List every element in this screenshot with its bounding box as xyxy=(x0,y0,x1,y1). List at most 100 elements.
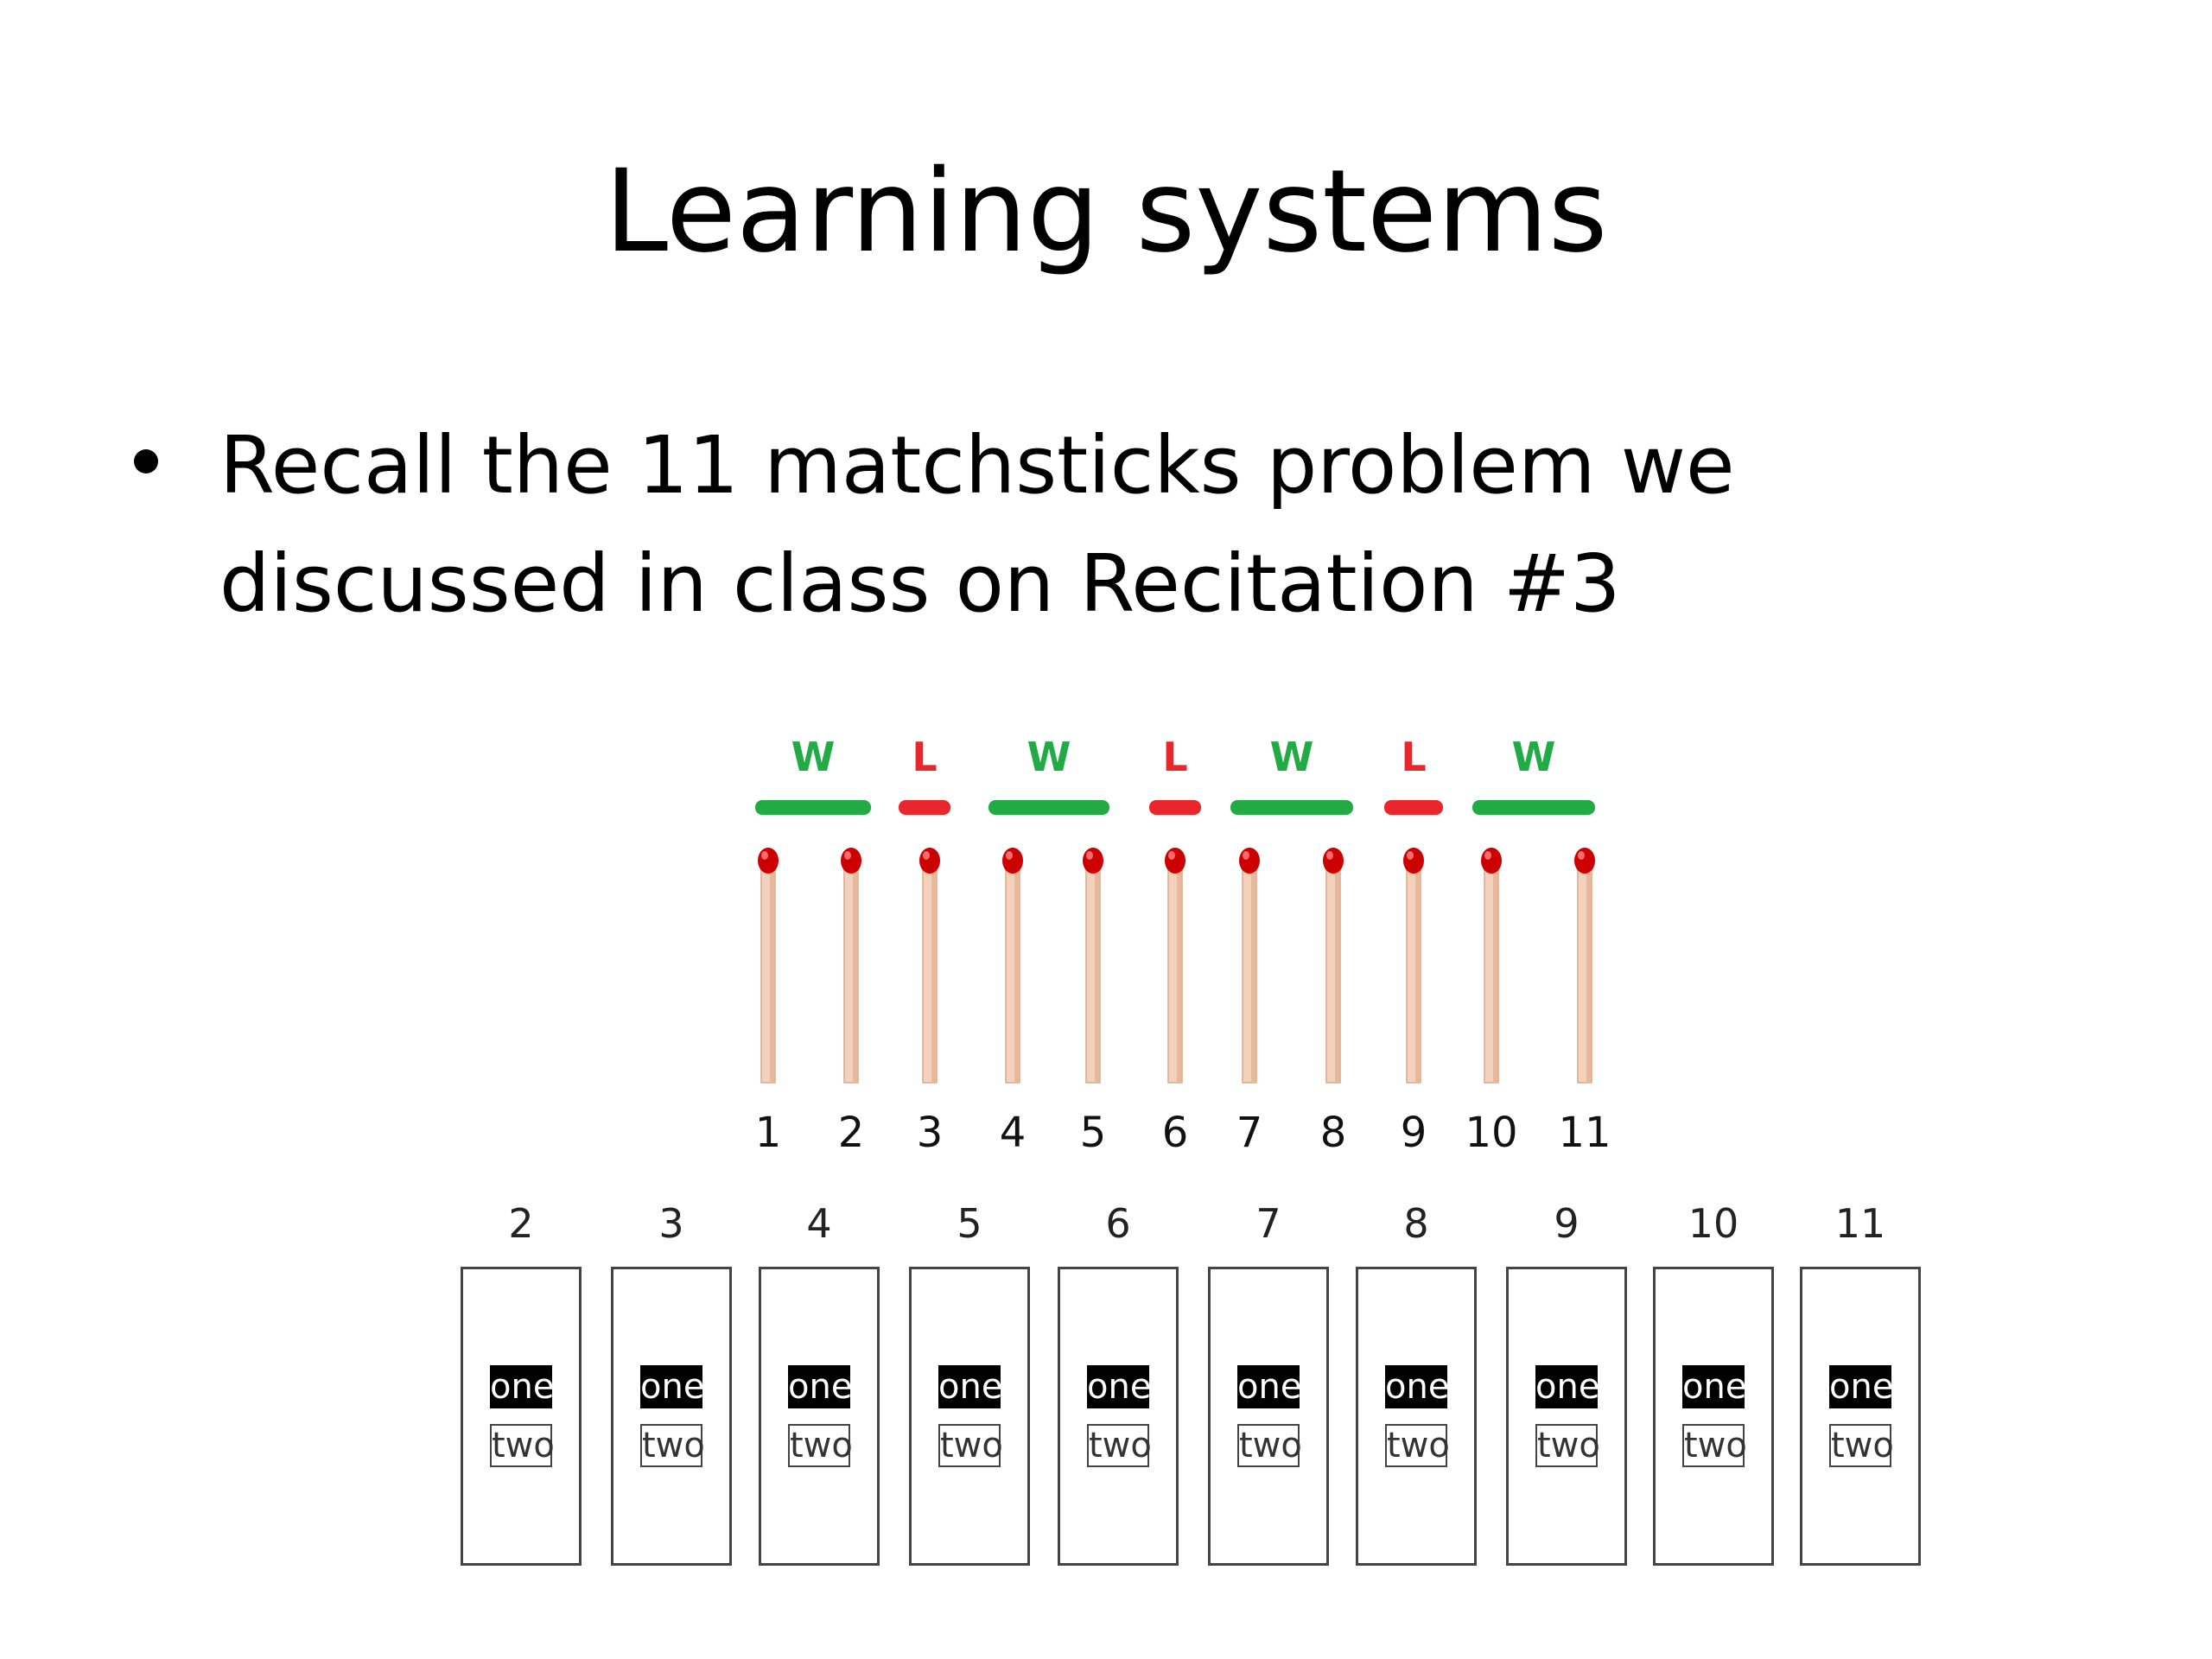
matchbox xyxy=(1058,1267,1179,1566)
segment-label-lose: L xyxy=(912,734,938,780)
match-head xyxy=(1323,848,1344,874)
segment-bar-win xyxy=(988,800,1109,815)
matchstick-shade xyxy=(1014,868,1019,1083)
match-head-shine xyxy=(1168,851,1175,860)
matchstick xyxy=(758,848,779,1084)
chip-two: two xyxy=(1087,1424,1152,1467)
box-number-label: 6 xyxy=(1105,1200,1131,1247)
matchstick xyxy=(1481,848,1502,1084)
chip-one: one xyxy=(1535,1365,1600,1408)
box-number-label: 7 xyxy=(1255,1200,1281,1247)
matchstick-number: 6 xyxy=(1161,1109,1189,1157)
chip-one: one xyxy=(1829,1365,1894,1408)
matchbox xyxy=(759,1267,880,1566)
match-head-shine xyxy=(923,851,930,860)
segment-bar-win xyxy=(755,800,871,815)
segment-bar-lose xyxy=(1384,800,1443,815)
segment-label-lose: L xyxy=(1162,734,1188,780)
matchbox xyxy=(1506,1267,1627,1566)
segment-bar-win xyxy=(1230,800,1353,815)
matchbox xyxy=(1356,1267,1477,1566)
matchstick xyxy=(841,848,861,1084)
chip-two: two xyxy=(1682,1424,1747,1467)
segment-label-win: W xyxy=(1027,734,1071,780)
segment-label-win: W xyxy=(791,734,836,780)
match-head xyxy=(1083,848,1103,874)
matchstick-shade xyxy=(1095,868,1099,1083)
match-head xyxy=(1165,848,1185,874)
matchstick xyxy=(919,848,940,1084)
box-number-label: 11 xyxy=(1834,1200,1886,1247)
matchstick xyxy=(1165,848,1185,1084)
chip-one: one xyxy=(788,1365,853,1408)
matchstick-number: 10 xyxy=(1465,1109,1518,1157)
chip-one: one xyxy=(640,1365,705,1408)
segment-bar-win xyxy=(1472,800,1595,815)
matchbox xyxy=(611,1267,732,1566)
matchstick xyxy=(1323,848,1344,1084)
match-head xyxy=(1481,848,1502,874)
matchstick xyxy=(1403,848,1424,1084)
matchstick xyxy=(1083,848,1103,1084)
chip-two: two xyxy=(1829,1424,1894,1467)
segment-label-win: W xyxy=(1511,734,1556,780)
box-number-label: 3 xyxy=(658,1200,684,1247)
matchstick-number: 7 xyxy=(1236,1109,1263,1157)
slide-title: Learning systems xyxy=(604,145,1608,278)
box-number-label: 10 xyxy=(1688,1200,1739,1247)
box-number-label: 8 xyxy=(1403,1200,1429,1247)
chip-one: one xyxy=(1385,1365,1450,1408)
matchstick-number: 8 xyxy=(1319,1109,1347,1157)
chip-two: two xyxy=(1535,1424,1600,1467)
chip-two: two xyxy=(788,1424,853,1467)
matchstick-number: 3 xyxy=(916,1109,944,1157)
chip-two: two xyxy=(938,1424,1003,1467)
chip-one: one xyxy=(1087,1365,1152,1408)
match-head-shine xyxy=(1006,851,1013,860)
chip-one: one xyxy=(490,1365,555,1408)
matchstick-number: 11 xyxy=(1558,1109,1611,1157)
match-head xyxy=(758,848,779,874)
chip-one: one xyxy=(1682,1365,1747,1408)
match-head-shine xyxy=(1578,851,1585,860)
matchstick-shade xyxy=(1177,868,1181,1083)
chip-two: two xyxy=(1237,1424,1302,1467)
bullet-text: Recall the 11 matchsticks problem we dis… xyxy=(219,419,1735,630)
matchstick-shade xyxy=(1415,868,1420,1083)
match-head xyxy=(1574,848,1595,874)
match-head-shine xyxy=(1243,851,1249,860)
box-number-label: 5 xyxy=(957,1200,982,1247)
bullet-dot-icon xyxy=(134,449,158,474)
matchbox xyxy=(909,1267,1030,1566)
segment-bar-lose xyxy=(1149,800,1201,815)
segment-label-lose: L xyxy=(1401,734,1427,780)
matchbox xyxy=(1208,1267,1329,1566)
matchstick-shade xyxy=(1335,868,1339,1083)
matchstick-number: 9 xyxy=(1400,1109,1427,1157)
match-head-shine xyxy=(844,851,851,860)
match-head-shine xyxy=(1086,851,1093,860)
box-number-label: 2 xyxy=(508,1200,534,1247)
chip-one: one xyxy=(1237,1365,1302,1408)
match-head-shine xyxy=(1407,851,1414,860)
matchstick xyxy=(1239,848,1260,1084)
match-head xyxy=(1002,848,1023,874)
matchstick-number: 1 xyxy=(754,1109,782,1157)
matchstick-number: 5 xyxy=(1079,1109,1107,1157)
match-head xyxy=(841,848,861,874)
chip-two: two xyxy=(640,1424,705,1467)
segment-label-win: W xyxy=(1269,734,1314,780)
chip-two: two xyxy=(1385,1424,1450,1467)
matchbox xyxy=(1653,1267,1774,1566)
matchstick-shade xyxy=(853,868,857,1083)
matchstick-shade xyxy=(1586,868,1591,1083)
match-head-shine xyxy=(1326,851,1333,860)
match-head xyxy=(1239,848,1260,874)
matchbox xyxy=(1800,1267,1921,1566)
matchstick-shade xyxy=(1251,868,1255,1083)
matchstick-shade xyxy=(770,868,774,1083)
chip-one: one xyxy=(938,1365,1003,1408)
matchbox xyxy=(461,1267,582,1566)
match-head xyxy=(919,848,940,874)
